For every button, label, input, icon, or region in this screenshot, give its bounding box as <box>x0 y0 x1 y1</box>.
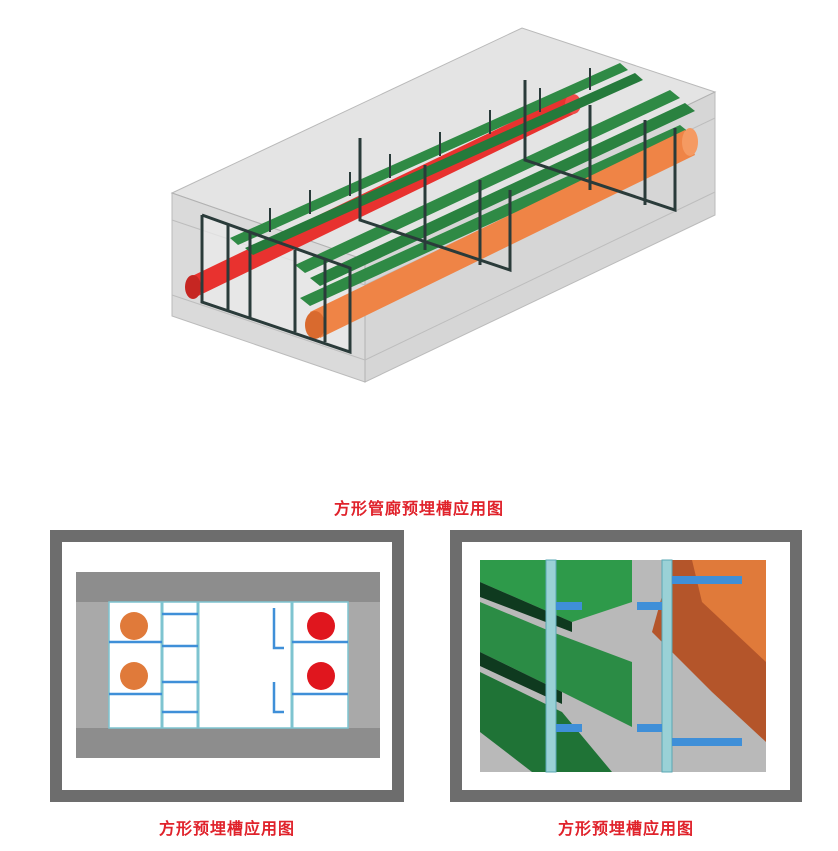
left-figure-panel <box>62 542 392 790</box>
bottom-slab <box>76 728 380 758</box>
hanger-posts <box>269 68 591 232</box>
box-edge <box>171 294 366 361</box>
box-edge <box>364 191 716 361</box>
top-slab <box>76 572 380 602</box>
orange-pipe <box>305 128 698 339</box>
right-wall <box>348 602 380 728</box>
left-figure-caption: 方形预埋槽应用图 <box>158 819 295 838</box>
orange-pipe-upper <box>120 612 148 640</box>
top-figure-caption: 方形管廊预埋槽应用图 <box>333 499 504 518</box>
top-3d-figure <box>150 20 730 390</box>
tray-shadow <box>480 652 562 704</box>
closeup-render <box>480 559 766 773</box>
left-figure-frame <box>50 530 404 802</box>
utility-tunnel-3d-illustration <box>170 27 717 383</box>
red-pipe-upper <box>307 612 335 640</box>
left-wall <box>76 602 109 728</box>
green-trays <box>230 63 695 306</box>
brown-pipe-highlight <box>692 560 766 662</box>
compartment-walls <box>160 602 294 728</box>
right-figure-frame <box>450 530 802 802</box>
vertical-channel-left <box>545 559 557 773</box>
orange-pipe-lower <box>120 662 148 690</box>
blue-brackets <box>556 576 742 746</box>
channel-frames <box>200 80 677 355</box>
right-figure-panel <box>462 542 790 790</box>
red-pipe-lower <box>307 662 335 690</box>
cross-section-diagram <box>76 572 380 758</box>
right-figure-caption: 方形预埋槽应用图 <box>557 819 694 838</box>
blue-channel-brackets <box>109 608 348 714</box>
vertical-channel-right <box>661 559 673 773</box>
